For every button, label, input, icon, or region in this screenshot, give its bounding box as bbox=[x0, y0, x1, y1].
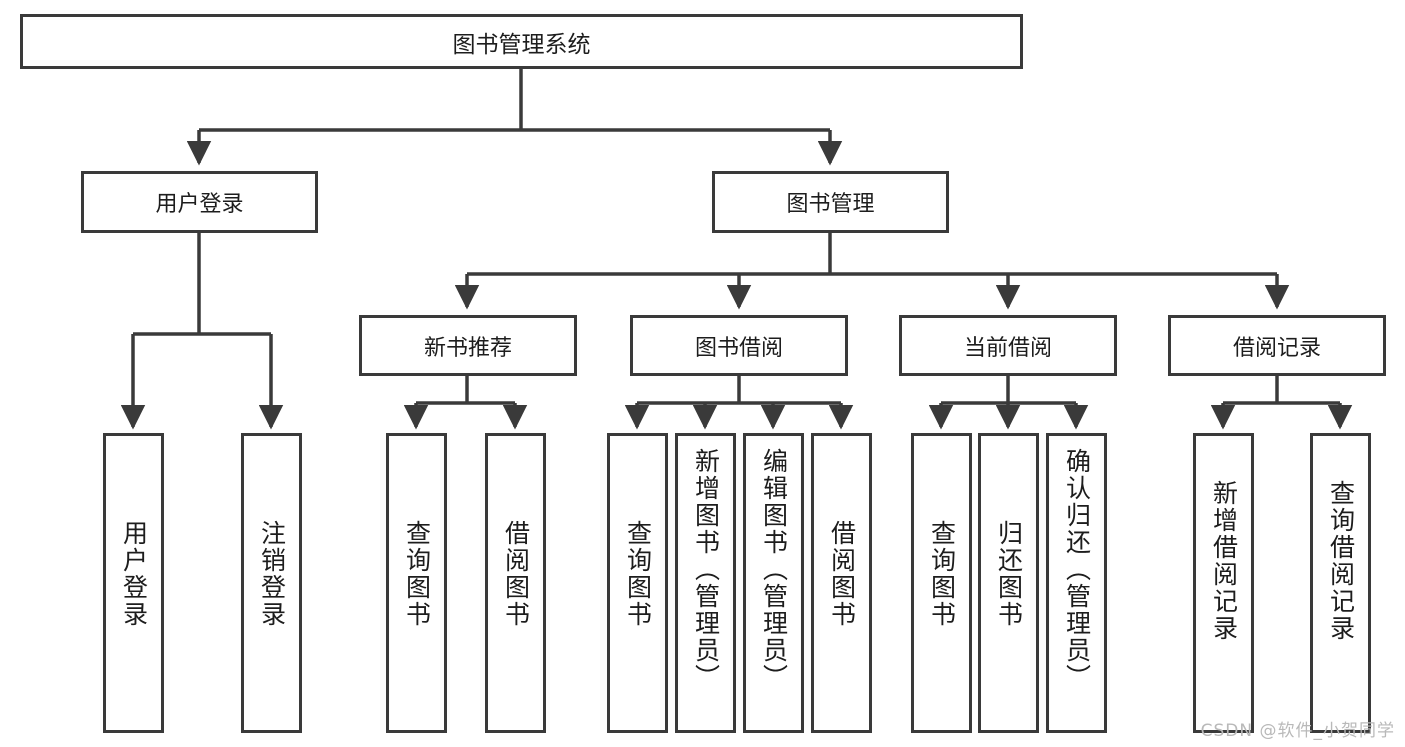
leaf-confirm-return-admin[interactable]: 确认归还（管理员） bbox=[1046, 433, 1107, 733]
node-new-book-recommend[interactable]: 新书推荐 bbox=[359, 315, 577, 376]
leaf-logout-label: 注销登录 bbox=[257, 520, 287, 628]
leaf-edit-book-admin-label: 编辑图书（管理员） bbox=[759, 448, 789, 691]
leaf-add-borrow-record[interactable]: 新增借阅记录 bbox=[1193, 433, 1254, 733]
leaf-return-book-label: 归还图书 bbox=[994, 520, 1024, 628]
leaf-add-book-admin[interactable]: 新增图书（管理员） bbox=[675, 433, 736, 733]
leaf-confirm-return-admin-label: 确认归还（管理员） bbox=[1062, 448, 1092, 691]
leaf-query-book-recommend-label: 查询图书 bbox=[402, 520, 432, 628]
node-current-borrow-label: 当前借阅 bbox=[963, 335, 1052, 361]
leaf-user-login[interactable]: 用户登录 bbox=[103, 433, 164, 733]
leaf-query-book-recommend[interactable]: 查询图书 bbox=[386, 433, 447, 733]
leaf-logout[interactable]: 注销登录 bbox=[241, 433, 302, 733]
node-borrow-record-label: 借阅记录 bbox=[1232, 335, 1321, 361]
node-book-borrow[interactable]: 图书借阅 bbox=[630, 315, 848, 376]
leaf-add-book-admin-label: 新增图书（管理员） bbox=[691, 448, 721, 691]
node-user-login-label: 用户登录 bbox=[155, 192, 244, 217]
node-new-book-recommend-label: 新书推荐 bbox=[423, 335, 512, 361]
node-borrow-record[interactable]: 借阅记录 bbox=[1168, 315, 1386, 376]
node-user-login[interactable]: 用户登录 bbox=[81, 171, 318, 233]
leaf-borrow-book-recommend-label: 借阅图书 bbox=[501, 520, 531, 628]
node-root-label: 图书管理系统 bbox=[452, 31, 591, 58]
node-book-management-label: 图书管理 bbox=[786, 192, 875, 217]
leaf-query-book-borrow-label: 查询图书 bbox=[623, 520, 653, 628]
node-current-borrow[interactable]: 当前借阅 bbox=[899, 315, 1117, 376]
leaf-add-borrow-record-label: 新增借阅记录 bbox=[1209, 480, 1239, 642]
leaf-borrow-book-label: 借阅图书 bbox=[827, 520, 857, 628]
node-root[interactable]: 图书管理系统 bbox=[20, 14, 1023, 69]
leaf-query-borrow-record[interactable]: 查询借阅记录 bbox=[1310, 433, 1371, 733]
leaf-return-book[interactable]: 归还图书 bbox=[978, 433, 1039, 733]
leaf-query-book-borrow[interactable]: 查询图书 bbox=[607, 433, 668, 733]
leaf-edit-book-admin[interactable]: 编辑图书（管理员） bbox=[743, 433, 804, 733]
node-book-management[interactable]: 图书管理 bbox=[712, 171, 949, 233]
leaf-borrow-book[interactable]: 借阅图书 bbox=[811, 433, 872, 733]
leaf-query-book-current[interactable]: 查询图书 bbox=[911, 433, 972, 733]
leaf-query-book-current-label: 查询图书 bbox=[927, 520, 957, 628]
leaf-borrow-book-recommend[interactable]: 借阅图书 bbox=[485, 433, 546, 733]
leaf-query-borrow-record-label: 查询借阅记录 bbox=[1326, 480, 1356, 642]
leaf-user-login-label: 用户登录 bbox=[119, 520, 149, 628]
node-book-borrow-label: 图书借阅 bbox=[694, 335, 783, 361]
